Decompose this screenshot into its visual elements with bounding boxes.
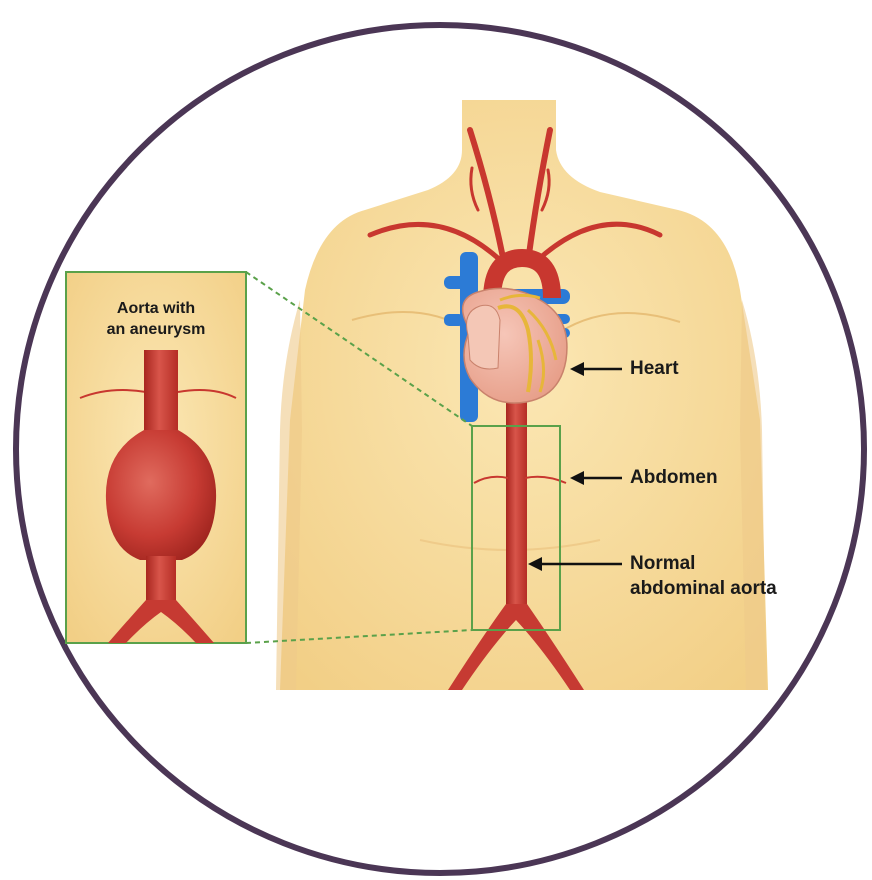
normal-aorta-label-line2: abdominal aorta (630, 577, 777, 601)
inset-title-line2: an aneurysm (66, 319, 246, 340)
inset-title: Aorta with an aneurysm (66, 298, 246, 340)
inset-title-line1: Aorta with (66, 298, 246, 319)
normal-aorta-label-line1: Normal (630, 552, 695, 576)
abdomen-label: Abdomen (630, 466, 718, 490)
heart-label: Heart (630, 357, 679, 381)
descending-aorta (506, 380, 527, 610)
